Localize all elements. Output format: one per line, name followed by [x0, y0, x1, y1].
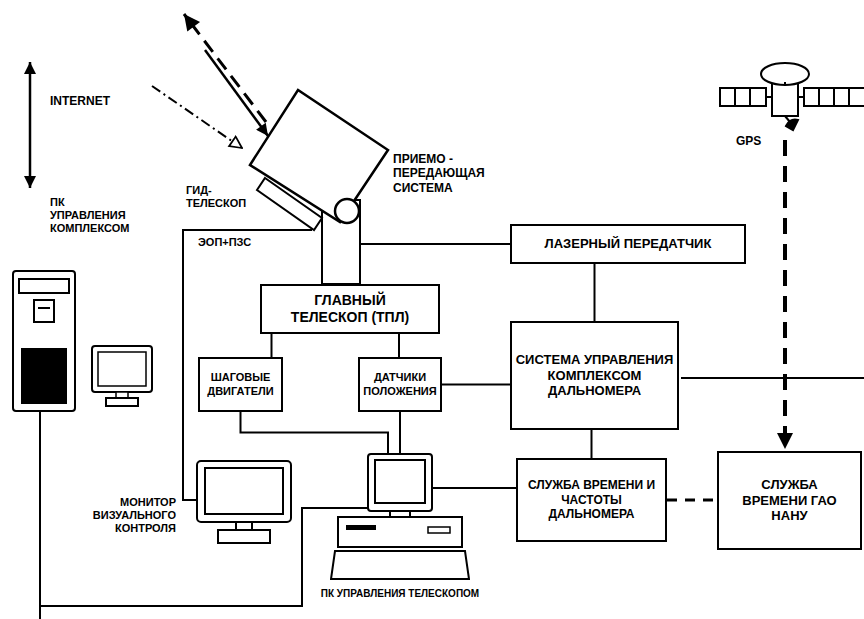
- outgoing-beam: [184, 14, 266, 122]
- box-label: ДАТЧИКИ ПОЛОЖЕНИЯ: [363, 371, 437, 397]
- box-label: СЛУЖБА ВРЕМЕНИ И ЧАСТОТЫ ДАЛЬНОМЕРА: [521, 478, 662, 521]
- part-label: ГИД- ТЕЛЕСКОП: [186, 184, 252, 210]
- signal-line: [594, 264, 596, 321]
- gps-satellite: [833, 88, 835, 106]
- network-label: INTERNET: [50, 94, 140, 108]
- box-label: СИСТЕМА УПРАВЛЕНИЯ КОМПЛЕКСОМ ДАЛЬНОМЕРА: [515, 352, 674, 399]
- dashed-link: [667, 499, 717, 502]
- guide-beam: [152, 86, 242, 148]
- gps-satellite: [761, 63, 809, 85]
- device-caption: ПК УПРАВЛЕНИЯ ТЕЛЕСКОПОМ: [321, 588, 479, 600]
- return-beam: [205, 50, 268, 136]
- gps-satellite: [818, 88, 820, 106]
- process-box: ЛАЗЕРНЫЙ ПЕРЕДАТЧИК: [510, 224, 746, 264]
- part-label: GPS: [736, 134, 776, 148]
- computer-icon: ПК УПРАВЛЕНИЯ КОМПЛЕКСОМ: [12, 270, 157, 412]
- gps-satellite: [720, 88, 766, 106]
- signal-line: [271, 334, 273, 357]
- signal-line: [241, 412, 389, 453]
- gps-satellite: [786, 120, 798, 130]
- signal-line: [398, 334, 400, 357]
- gps-satellite: [734, 88, 736, 106]
- computer-icon-drawing: [330, 453, 470, 580]
- process-box: СИСТЕМА УПРАВЛЕНИЯ КОМПЛЕКСОМ ДАЛЬНОМЕРА: [510, 321, 679, 430]
- gps-satellite: [749, 88, 751, 106]
- box-label: ЛАЗЕРНЫЙ ПЕРЕДАТЧИК: [545, 236, 712, 252]
- monitor-icon-drawing: [196, 460, 292, 545]
- signal-line: [442, 384, 510, 386]
- gps-satellite: [848, 88, 850, 106]
- gps-satellite: [720, 63, 864, 130]
- control-bus-wire: [681, 377, 864, 379]
- network-wire: [39, 606, 41, 619]
- camera-wire: [183, 230, 312, 500]
- computer-icon-drawing: [12, 270, 157, 412]
- process-box: ШАГОВЫЕ ДВИГАТЕЛИ: [198, 357, 283, 412]
- computer-icon: ПК УПРАВЛЕНИЯ ТЕЛЕСКОПОМ: [330, 453, 470, 580]
- signal-line: [591, 430, 593, 458]
- device-caption: ПК УПРАВЛЕНИЯ КОМПЛЕКСОМ: [50, 196, 136, 236]
- gps-satellite: [784, 82, 786, 85]
- signal-line: [432, 487, 516, 489]
- gps-signal: [783, 140, 787, 449]
- process-box: СЛУЖБА ВРЕМЕНИ И ЧАСТОТЫ ДАЛЬНОМЕРА: [516, 458, 667, 542]
- box-label: ГЛАВНЫЙ ТЕЛЕСКОП (ТПЛ): [280, 292, 420, 326]
- monitor-icon: МОНИТОР ВИЗУАЛЬНОГО КОНТРОЛЯ: [196, 460, 292, 545]
- transceiver-tube: [250, 90, 388, 222]
- telescope-axis: [335, 199, 359, 223]
- laser-wire: [360, 243, 510, 245]
- part-label: ЭОП+ПЗС: [198, 236, 278, 249]
- part-label: ПРИЕМО - ПЕРЕДАЮЩАЯ СИСТЕМА: [393, 152, 505, 195]
- process-box: ДАТЧИКИ ПОЛОЖЕНИЯ: [358, 357, 442, 412]
- box-label: ШАГОВЫЕ ДВИГАТЕЛИ: [203, 371, 278, 397]
- process-box: ГЛАВНЫЙ ТЕЛЕСКОП (ТПЛ): [260, 284, 440, 334]
- gps-satellite: [772, 82, 798, 116]
- device-caption: МОНИТОР ВИЗУАЛЬНОГО КОНТРОЛЯ: [72, 496, 176, 536]
- guide-telescope: [257, 178, 322, 230]
- signal-line: [399, 412, 401, 453]
- signal-line: [40, 412, 368, 606]
- internet-arrow: [29, 62, 32, 188]
- box-label: СЛУЖБА ВРЕМЕНИ ГАО НАНУ: [735, 477, 845, 524]
- gps-satellite: [804, 88, 864, 106]
- process-box: СЛУЖБА ВРЕМЕНИ ГАО НАНУ: [717, 451, 862, 550]
- gps-satellite: [785, 116, 790, 122]
